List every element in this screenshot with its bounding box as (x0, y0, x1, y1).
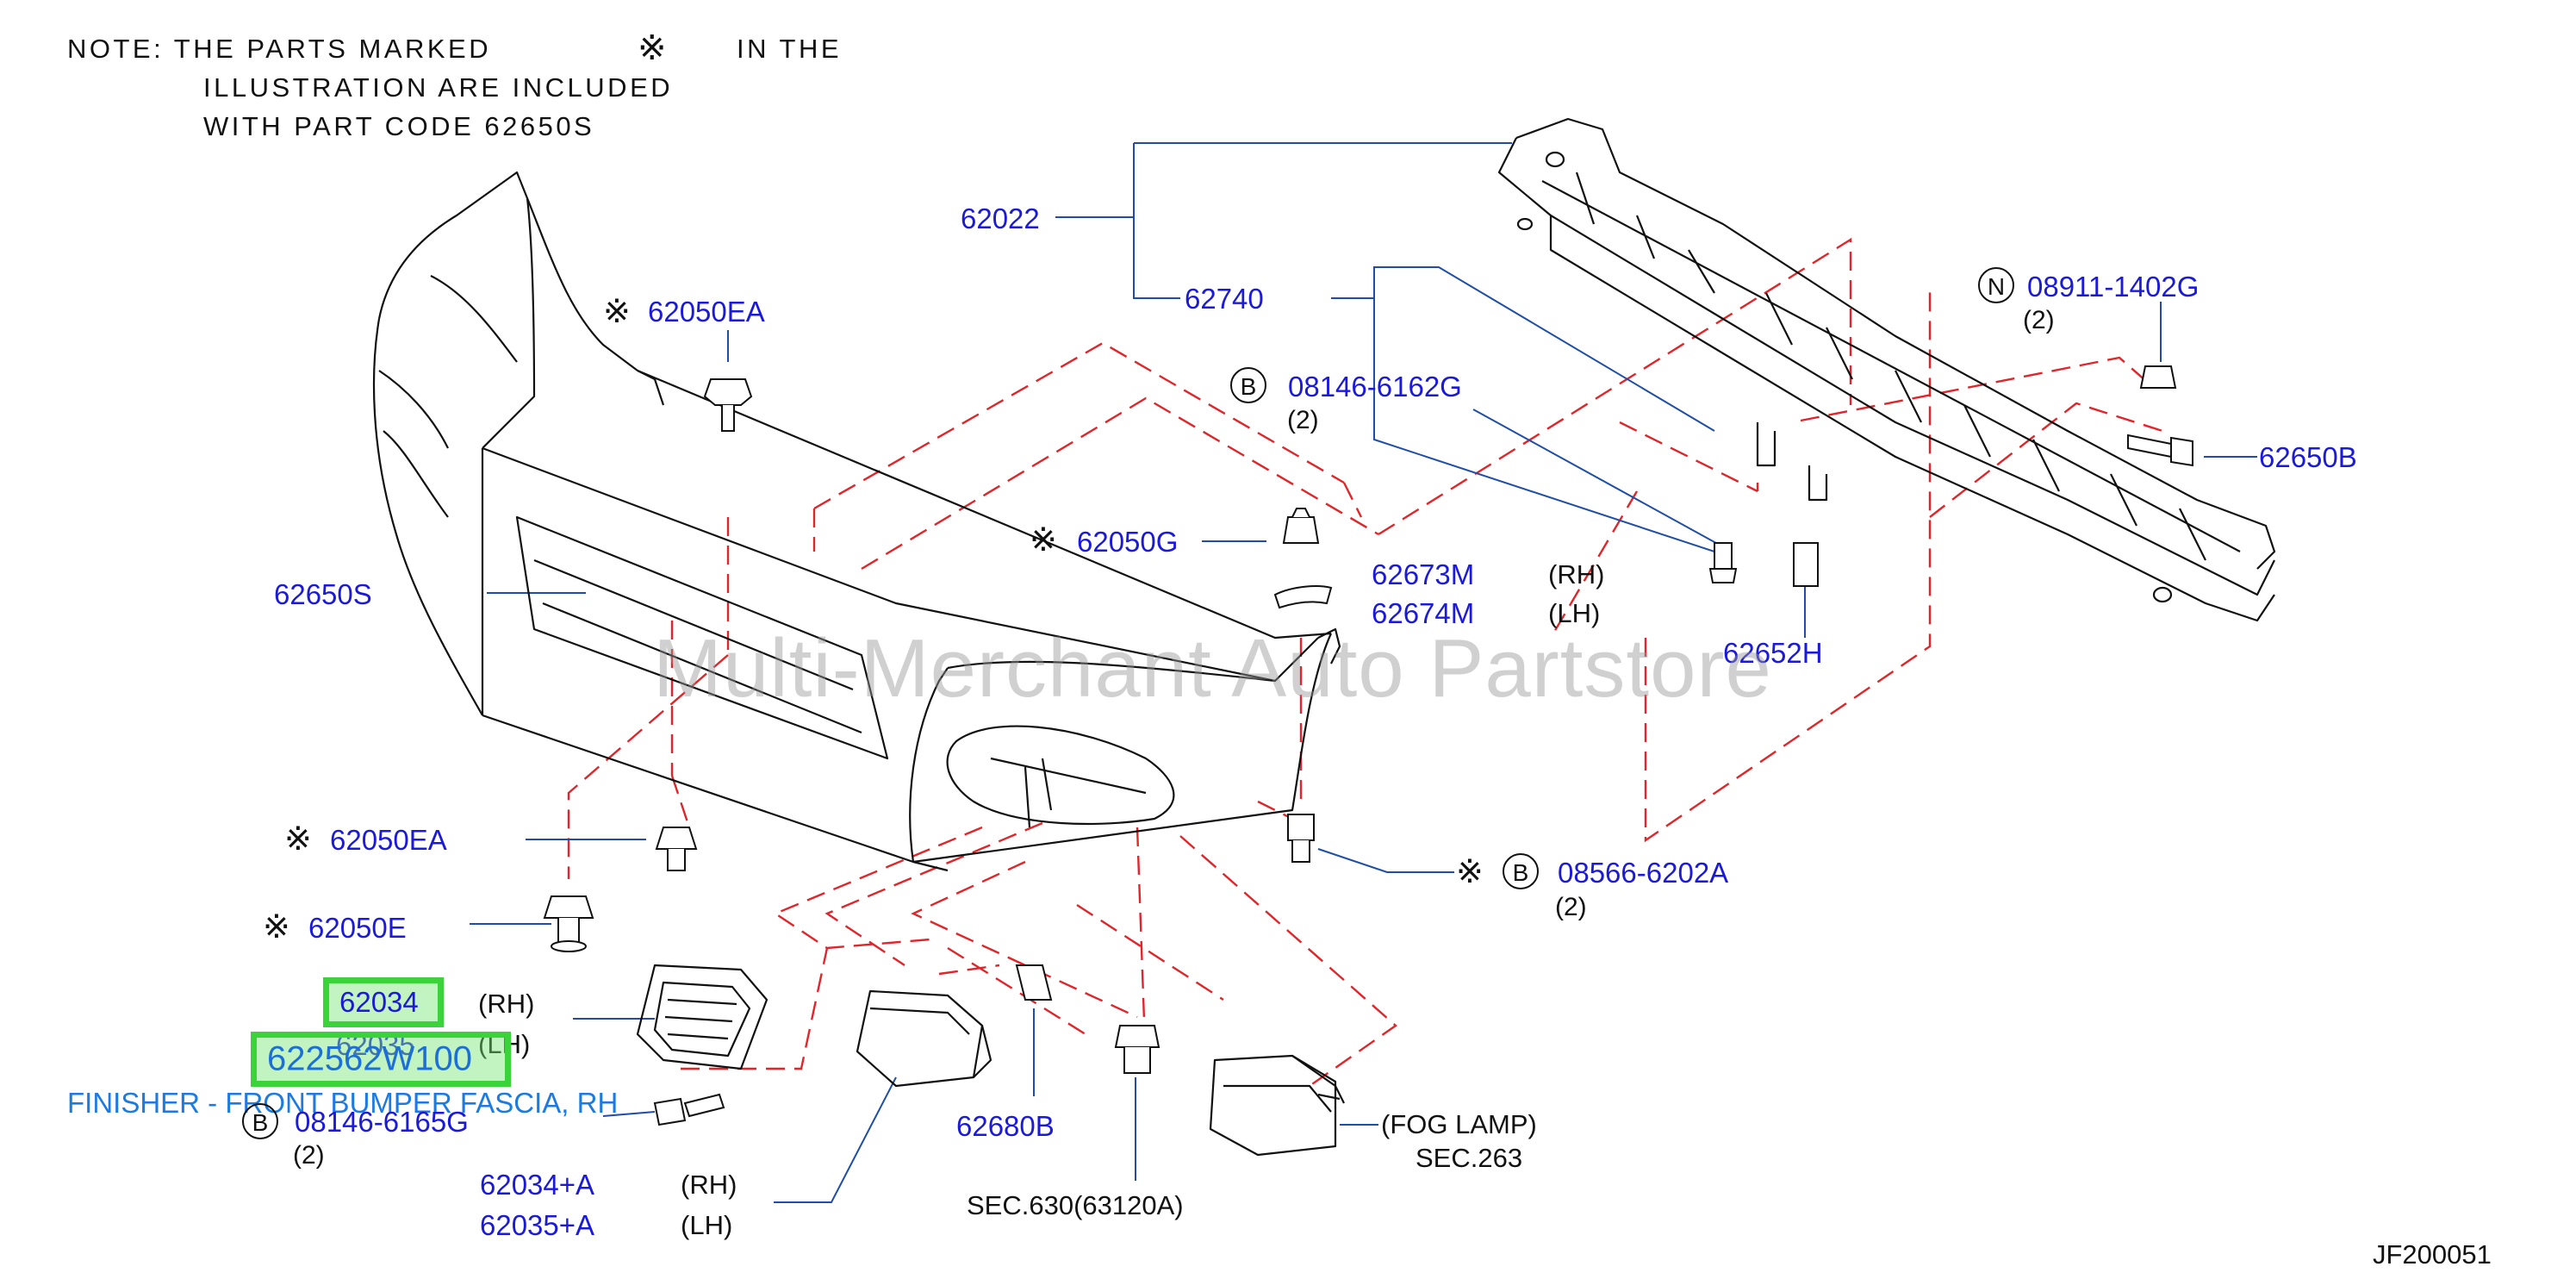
part-62050EA-left[interactable]: 62050EA (330, 824, 447, 856)
reinforcement-beam-drawing (1497, 117, 2276, 622)
part-08146-6165G[interactable]: 08146-6165G (295, 1106, 469, 1138)
finisher-description: FINISHER - FRONT BUMPER FASCIA, RH (67, 1087, 619, 1119)
part-62050E[interactable]: 62050E (308, 912, 407, 944)
circle-n-symbol: N (1978, 267, 2014, 303)
mark-symbol: ※ (263, 909, 290, 945)
part-62022[interactable]: 62022 (961, 203, 1040, 234)
side-62034A: (RH) (681, 1170, 737, 1200)
mark-symbol: ※ (1456, 854, 1484, 890)
highlight-622562W100[interactable]: 622562W100 (251, 1032, 511, 1087)
circle-b-symbol: B (242, 1103, 278, 1139)
circle-b-symbol: B (1230, 367, 1266, 403)
part-62674M[interactable]: 62674M (1372, 597, 1475, 629)
side-62035A: (LH) (681, 1210, 733, 1240)
part-62740[interactable]: 62740 (1185, 283, 1264, 315)
part-62652H[interactable]: 62652H (1723, 637, 1823, 669)
fasteners-drawing (543, 365, 2193, 1126)
diagram-code: JF200051 (2373, 1239, 2492, 1270)
qty-08566-6202A: (2) (1555, 893, 1587, 921)
qty-08911-1402G: (2) (2023, 306, 2055, 334)
leader-lines (470, 142, 2257, 1203)
mark-symbol: ※ (603, 294, 631, 330)
part-62035A[interactable]: 62035+A (480, 1209, 595, 1241)
part-08911-1402G[interactable]: 08911-1402G (2027, 271, 2200, 303)
part-622562W100[interactable]: 622562W100 (267, 1039, 472, 1078)
part-08566-6202A[interactable]: 08566-6202A (1558, 857, 1729, 889)
qty-08146-6162G: (2) (1287, 406, 1319, 434)
part-08146-6162G[interactable]: 08146-6162G (1288, 371, 1462, 402)
sec-630-reference[interactable]: SEC.630(63120A) (967, 1190, 1184, 1220)
part-62034[interactable]: 62034 (339, 986, 419, 1018)
part-62650B[interactable]: 62650B (2259, 441, 2357, 473)
part-62034A[interactable]: 62034+A (480, 1169, 595, 1201)
part-62050G[interactable]: 62050G (1077, 526, 1179, 558)
part-62680B[interactable]: 62680B (956, 1110, 1055, 1142)
side-62673M: (RH) (1548, 559, 1605, 590)
part-62050EA-top[interactable]: 62050EA (648, 296, 765, 328)
mark-symbol: ※ (1030, 522, 1057, 558)
part-62673M[interactable]: 62673M (1372, 558, 1475, 590)
watermark-text: Multi-Merchant Auto Partstore (653, 622, 1772, 714)
note-line-2: ILLUSTRATION ARE INCLUDED (203, 72, 674, 103)
fog-lamp-parts-drawing (636, 964, 1345, 1157)
fog-lamp-label: (FOG LAMP) (1381, 1109, 1537, 1139)
assembly-dash-lines (567, 237, 2163, 1087)
note-line-1a: NOTE: THE PARTS MARKED (67, 34, 492, 64)
side-62674M: (LH) (1548, 598, 1601, 628)
side-62034: (RH) (478, 989, 535, 1019)
qty-08146-6165G: (2) (293, 1141, 325, 1170)
bumper-fascia-drawing (372, 171, 1341, 872)
sec-263-reference[interactable]: SEC.263 (1416, 1143, 1523, 1173)
part-62650S[interactable]: 62650S (274, 578, 372, 610)
note-line-3: WITH PART CODE 62650S (203, 111, 595, 141)
circle-b-symbol: B (1503, 853, 1539, 889)
highlight-62034[interactable]: 62034 (323, 977, 444, 1027)
note-mark-symbol: ※ (638, 29, 670, 67)
note-line-1b: IN THE (737, 34, 843, 64)
mark-symbol: ※ (284, 821, 312, 858)
